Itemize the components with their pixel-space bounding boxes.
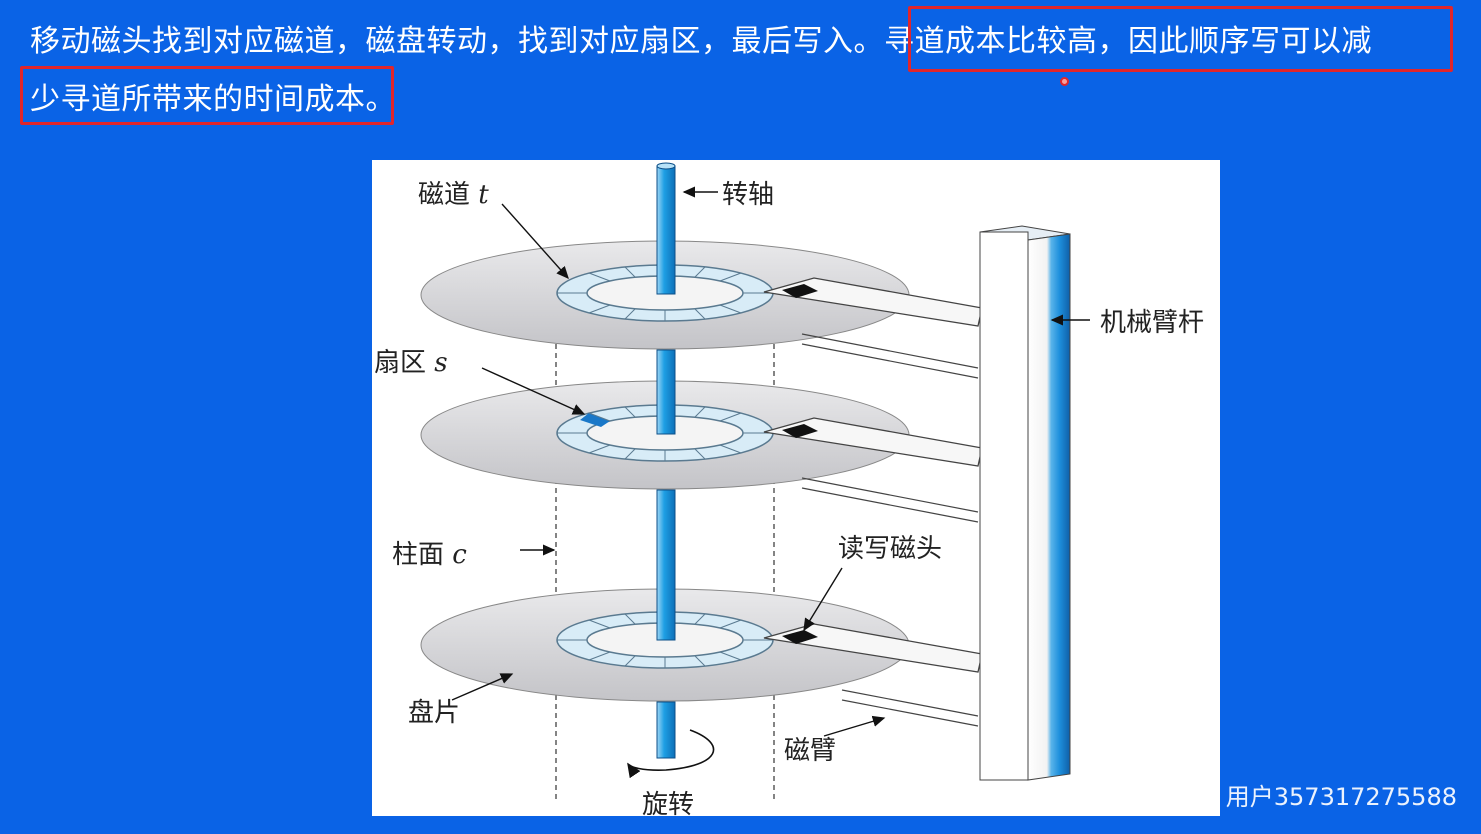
paragraph-line-2: 少寻道所带来的时间成本。 — [30, 80, 396, 120]
label-track-var: t — [478, 180, 489, 210]
platter-pointer — [451, 673, 514, 701]
label-sector: 扇区 s — [374, 342, 448, 379]
sector-dividers — [557, 612, 773, 668]
arm-pointer — [823, 715, 886, 737]
disk-diagram-svg — [420, 162, 1090, 800]
label-arm: 磁臂 — [784, 736, 837, 766]
label-cylinder: 柱面 c — [392, 534, 467, 571]
platter-2 — [420, 380, 910, 490]
label-rotation: 旋转 — [642, 790, 695, 820]
text-plain: 移动磁头找到对应磁道，磁盘转动，找到对应扇区，最后写入。 — [30, 24, 884, 59]
label-sector-var: s — [434, 348, 448, 378]
text-highlighted: 少寻道所带来的时间成本。 — [30, 82, 396, 117]
label-cylinder-var: c — [452, 540, 467, 570]
label-actuator: 机械臂杆 — [1100, 308, 1205, 338]
label-cylinder-text: 柱面 — [392, 540, 445, 570]
actuator-column — [979, 225, 1071, 781]
platter-1 — [420, 240, 910, 350]
laser-pointer-cursor — [1060, 77, 1069, 86]
label-track: 磁道 t — [418, 174, 489, 211]
head-pointer — [803, 567, 843, 632]
highlighted-sector — [580, 413, 610, 427]
label-head: 读写磁头 — [838, 534, 943, 564]
sector-pointer — [481, 367, 586, 415]
disk-structure-figure: 磁道 t 转轴 机械臂杆 扇区 s 柱面 c 读写磁头 盘片 磁臂 旋转 — [372, 160, 1220, 820]
text-highlighted: 寻道成本比较高，因此顺序写可以减 — [884, 24, 1372, 59]
label-spindle: 转轴 — [722, 180, 775, 210]
label-platter: 盘片 — [408, 698, 461, 728]
watermark: 掘金技术社区 @ 用户357317275588 — [1042, 783, 1458, 811]
highlight-box — [20, 66, 394, 125]
track-pointer — [501, 203, 569, 280]
label-track-text: 磁道 — [418, 180, 471, 210]
rotation-arrow — [627, 729, 715, 779]
label-sector-text: 扇区 — [374, 348, 427, 378]
spindle — [656, 162, 676, 759]
paragraph-line-1: 移动磁头找到对应磁道，磁盘转动，找到对应扇区，最后写入。寻道成本比较高，因此顺序… — [30, 22, 1372, 62]
highlight-box — [908, 6, 1453, 72]
head-arms — [763, 277, 983, 727]
